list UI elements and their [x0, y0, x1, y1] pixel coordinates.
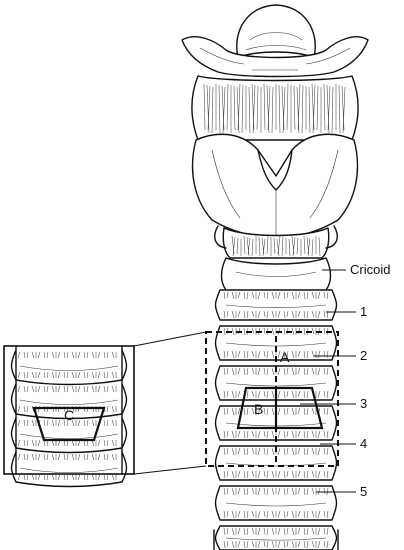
cricoid-cartilage	[220, 257, 332, 296]
thyroid-cartilage	[191, 133, 359, 239]
hyoid-bone	[181, 36, 369, 78]
inset-tracheal-ring	[10, 349, 128, 386]
label-cricoid: Cricoid	[350, 262, 390, 277]
thyrohyoid-membrane	[191, 75, 359, 141]
label-ring-3: 3	[360, 396, 367, 411]
label-ring-2: 2	[360, 348, 367, 363]
label-ring-1: 1	[360, 304, 367, 319]
magnified-region-box	[205, 331, 339, 467]
label-ring-4: 4	[360, 436, 367, 451]
tracheal-ring	[214, 289, 338, 321]
epiglottis	[236, 4, 316, 59]
label-incision-b: B	[254, 401, 263, 417]
label-incision-c: C	[64, 407, 74, 423]
incision-c-flap	[32, 406, 106, 442]
inset-tracheal-ring	[10, 417, 128, 454]
tracheal-ring	[214, 485, 338, 521]
incision-b-flap	[236, 386, 324, 430]
label-ring-5: 5	[360, 484, 367, 499]
inset-tracheal-ring	[10, 451, 128, 488]
cricothyroid-membrane	[214, 225, 338, 259]
label-incision-a: A	[280, 349, 290, 365]
tracheal-ring	[214, 525, 338, 550]
inset-panel	[3, 331, 207, 488]
label-leaders	[300, 269, 356, 493]
tracheal-ring	[214, 325, 338, 361]
tracheal-ring	[214, 445, 338, 481]
trachea	[213, 289, 339, 550]
